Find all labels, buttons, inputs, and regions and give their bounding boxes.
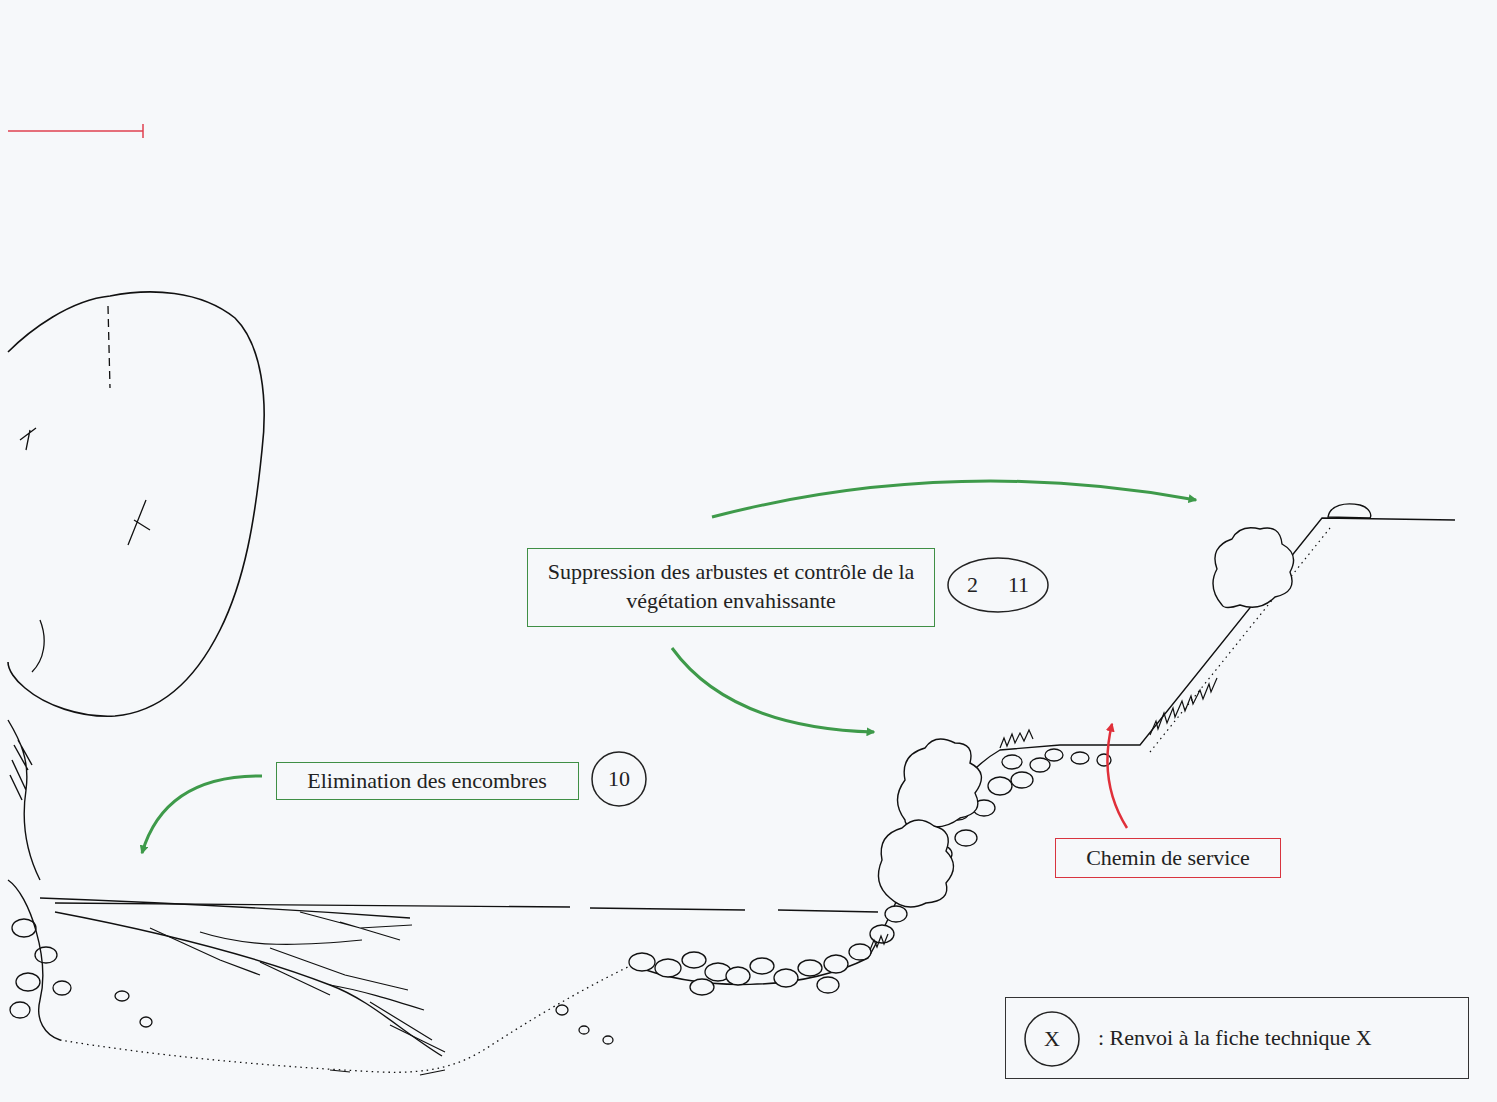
left-bank xyxy=(8,880,60,1040)
tree-crown xyxy=(8,292,264,716)
river-bed xyxy=(60,965,632,1072)
stone xyxy=(35,947,57,963)
box-text: Chemin de service xyxy=(1086,844,1250,873)
grass xyxy=(1000,730,1033,748)
stone xyxy=(140,1017,152,1027)
rock xyxy=(824,955,848,973)
rock xyxy=(1097,754,1111,766)
rock xyxy=(817,977,839,993)
reference-number: X xyxy=(1044,1025,1060,1054)
legend-symbol: X xyxy=(1024,1011,1080,1067)
leader-arrow xyxy=(672,648,874,732)
top-stone xyxy=(1328,504,1371,518)
rock xyxy=(690,979,714,995)
outline-ellipse xyxy=(948,558,1048,612)
rock xyxy=(1071,752,1089,764)
grass xyxy=(1150,678,1217,735)
stone xyxy=(16,973,40,991)
reference-number: 11 xyxy=(1008,571,1029,600)
path-label-box: Chemin de service xyxy=(1055,838,1281,878)
rock xyxy=(1030,758,1050,772)
rock xyxy=(750,958,774,974)
rock xyxy=(1002,755,1022,769)
stone xyxy=(12,919,36,937)
rock xyxy=(955,830,977,846)
legend-box: : Renvoi à la fiche technique X X xyxy=(1005,997,1469,1079)
reference-circle: 10 xyxy=(591,751,647,807)
river-bed xyxy=(330,1070,445,1075)
stone xyxy=(53,981,71,995)
fallen-tree-branches xyxy=(150,912,445,1052)
reference-number: 2 xyxy=(967,571,978,600)
outline-ellipse xyxy=(1025,1012,1079,1066)
rock xyxy=(774,969,798,987)
leader-arrow xyxy=(142,776,262,853)
shrub xyxy=(878,820,953,907)
rock xyxy=(988,777,1012,795)
rock xyxy=(798,960,822,976)
rock xyxy=(885,906,907,922)
slope-soil xyxy=(1150,528,1330,752)
action-box: Elimination des encombres xyxy=(276,762,579,800)
scale-mark xyxy=(8,124,143,138)
reference-number: 10 xyxy=(608,765,630,794)
action-box: Suppression des arbustes et contrôle de … xyxy=(527,548,935,627)
grass xyxy=(870,934,888,950)
left-bank xyxy=(8,720,40,880)
stone xyxy=(10,1002,30,1018)
box-text: Suppression des arbustes et contrôle de … xyxy=(538,558,924,615)
tree-crown-detail xyxy=(108,306,110,388)
water-line xyxy=(55,903,878,912)
rock xyxy=(556,1005,568,1015)
rock xyxy=(579,1026,589,1034)
rock xyxy=(655,959,681,977)
rock xyxy=(629,953,655,971)
box-text: Elimination des encombres xyxy=(307,767,547,796)
reference-oval: 2 11 xyxy=(947,557,1049,613)
outline-shape xyxy=(947,557,1049,613)
outline-ellipse xyxy=(592,752,646,806)
stone xyxy=(115,991,129,1001)
shrub xyxy=(1213,528,1294,608)
rock xyxy=(1011,772,1033,788)
rock xyxy=(1045,749,1063,761)
leader-arrow xyxy=(1107,724,1127,828)
shrub xyxy=(898,739,982,827)
bank-stones xyxy=(10,919,152,1027)
rock xyxy=(849,944,871,960)
rock xyxy=(682,952,706,968)
rock xyxy=(726,967,750,985)
box-text: : Renvoi à la fiche technique X xyxy=(1098,1024,1372,1053)
fallen-tree xyxy=(40,898,410,918)
rock xyxy=(603,1036,613,1044)
leader-arrow xyxy=(712,481,1196,517)
tree-crown-detail xyxy=(20,428,150,672)
